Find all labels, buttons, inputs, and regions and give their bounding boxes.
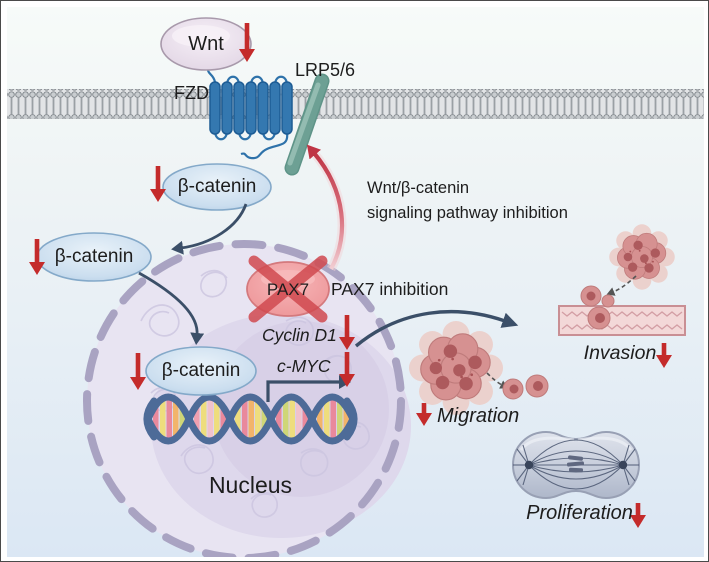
lrp5-6-receptor xyxy=(284,73,330,176)
beta-catenin-label-1: β-catenin xyxy=(177,176,257,197)
cyclin-d1-label: Cyclin D1 xyxy=(262,325,337,345)
pax7-label: PAX7 xyxy=(266,280,310,299)
pax7-cross-icon xyxy=(248,255,328,323)
invasion-illustration xyxy=(558,223,686,336)
dna-helix xyxy=(143,393,358,445)
translocation-arrows xyxy=(138,203,519,402)
pax7-inhibition-label: PAX7 inhibition xyxy=(331,279,449,299)
nuclear-envelope xyxy=(83,240,405,557)
lrp56-label: LRP5/6 xyxy=(295,60,356,80)
beta-catenin-label-2: β-catenin xyxy=(54,246,134,267)
migration-label: Migration xyxy=(437,405,520,427)
beta-catenin-oval-3 xyxy=(145,346,257,396)
beta-catenin-oval-1 xyxy=(162,163,272,211)
fzd-receptor xyxy=(206,53,293,160)
transcription-arrow xyxy=(266,375,351,402)
beta-catenin-label-3: β-catenin xyxy=(161,360,241,381)
vessel-wall xyxy=(558,305,686,336)
wnt-label: Wnt xyxy=(188,33,224,55)
migrating-cells xyxy=(502,374,549,400)
cell-membrane xyxy=(7,89,704,119)
dna-bases xyxy=(153,398,349,440)
nucleus-to-effects-arrow xyxy=(354,310,519,348)
invasion-label: Invasion xyxy=(583,342,657,364)
wnt-ligand-oval xyxy=(160,17,252,71)
nucleus-label: Nucleus xyxy=(208,472,293,498)
proliferation-label: Proliferation xyxy=(526,502,633,524)
proliferation-illustration xyxy=(511,430,641,500)
spindle-pole-right xyxy=(618,460,628,470)
migration-tumor-cluster xyxy=(408,320,504,416)
pathway-inhibition-line2: signaling pathway inhibition xyxy=(367,203,568,222)
migration-illustration xyxy=(408,320,549,416)
chromosomes xyxy=(566,455,585,473)
pax7-oval xyxy=(246,255,330,323)
pathway-inhibition-caption: Wnt/β-catenin signaling pathway inhibiti… xyxy=(367,176,568,226)
inhibition-arrows xyxy=(29,23,672,528)
pathway-inhibition-line1: Wnt/β-catenin xyxy=(367,179,470,197)
spindle-pole-left xyxy=(524,460,534,470)
pathway-inhibition-arrow xyxy=(306,144,347,272)
invading-cells xyxy=(580,285,615,330)
c-myc-label: c-MYC xyxy=(277,356,331,376)
invasion-tumor-cluster xyxy=(608,223,676,291)
fzd-label: FZD xyxy=(174,83,209,103)
dna-strands xyxy=(143,393,358,445)
